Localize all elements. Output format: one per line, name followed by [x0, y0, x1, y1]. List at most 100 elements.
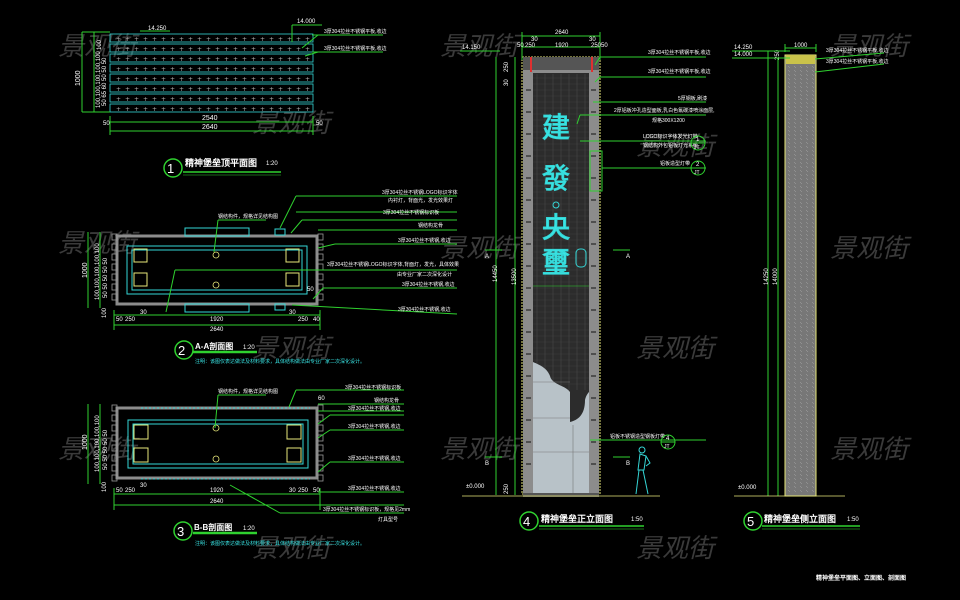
side-texture-mark — [805, 189, 809, 193]
plan-cross: + — [152, 106, 157, 113]
edge-stud — [317, 454, 324, 462]
side-texture-mark — [799, 417, 803, 421]
side-texture-mark — [811, 305, 815, 309]
side-texture-mark — [793, 77, 797, 81]
side-texture-mark — [811, 181, 815, 185]
side-texture-mark — [787, 157, 791, 161]
plan-elev-top: 14.250 — [148, 26, 167, 32]
side-texture-mark — [793, 341, 797, 345]
side-texture-mark — [805, 385, 809, 389]
side-texture-mark — [793, 313, 797, 317]
side-texture-mark — [811, 225, 815, 229]
side-texture-mark — [799, 201, 803, 205]
side-texture-mark — [793, 125, 797, 129]
fe-dim: 50 — [601, 43, 608, 49]
view-number-circle — [174, 340, 194, 360]
side-texture-mark — [793, 253, 797, 257]
plan-cross: + — [251, 106, 256, 113]
side-texture-mark — [805, 217, 809, 221]
sa-callout: 内衬灯，背面光，发光效果灯 — [388, 197, 453, 204]
detail-ref-bubble: 4 JT — [660, 434, 676, 450]
fe-callout: LOGO标识字体发光灯带 — [643, 133, 697, 140]
section-b-view: 1000 100,100,100,100,100 50 50 50 50 50 … — [82, 384, 410, 547]
sa-dim: 30 — [140, 310, 147, 316]
side-texture-mark — [805, 433, 809, 437]
watermark: 景观街 — [58, 435, 140, 465]
watermark: 景观街 — [636, 334, 718, 364]
sa-dim: 40 — [313, 317, 320, 323]
side-texture-mark — [793, 433, 797, 437]
side-texture-mark — [799, 189, 803, 193]
side-texture-mark — [799, 249, 803, 253]
side-texture-mark — [811, 445, 815, 449]
side-texture-mark — [793, 133, 797, 137]
plan-cross: + — [188, 76, 193, 83]
sa-dim-total: 1000 — [82, 262, 89, 278]
side-texture-mark — [793, 249, 797, 253]
plan-slats: ++++++++++++++++++++++++++++++++++++++++… — [109, 33, 314, 113]
side-texture-mark — [799, 481, 803, 485]
side-texture-mark — [805, 97, 809, 101]
side-texture-mark — [787, 481, 791, 485]
side-texture-mark — [799, 185, 803, 189]
side-texture-mark — [805, 201, 809, 205]
side-texture-mark — [805, 425, 809, 429]
sb-callout: 3厚304拉丝不锈钢标识板 — [345, 384, 401, 391]
side-texture-mark — [799, 321, 803, 325]
side-texture-mark — [793, 301, 797, 305]
plan-cross: + — [161, 66, 166, 73]
watermark: 景观街 — [58, 229, 140, 259]
side-elevation-view: 1000 250 14.250 14.000 14250 14000 ±0.00… — [732, 43, 889, 531]
side-texture-mark — [811, 453, 815, 457]
edge-stud — [111, 273, 118, 281]
side-texture-mark — [787, 445, 791, 449]
plan-cross: + — [224, 106, 229, 113]
plan-cross: + — [125, 56, 130, 63]
side-texture-mark — [805, 333, 809, 337]
side-texture-mark — [805, 401, 809, 405]
sb-dim: 250 — [125, 488, 136, 494]
side-texture-mark — [799, 157, 803, 161]
side-texture-mark — [805, 301, 809, 305]
side-texture-mark — [787, 489, 791, 493]
side-texture-mark — [799, 153, 803, 157]
side-texture-mark — [805, 109, 809, 113]
side-texture-mark — [805, 101, 809, 105]
side-texture-mark — [805, 209, 809, 213]
plan-cross: + — [215, 46, 220, 53]
plan-cross: + — [242, 96, 247, 103]
side-texture-mark — [811, 209, 815, 213]
edge-stud — [317, 273, 324, 281]
plan-cross: + — [170, 56, 175, 63]
side-texture-mark — [811, 473, 815, 477]
section-b-inner-frame — [127, 419, 309, 469]
fe-view-title: 精神堡垒正立面图 — [541, 513, 613, 524]
side-texture-mark — [805, 121, 809, 125]
sa-view-scale: 1:20 — [243, 345, 255, 351]
side-texture-mark — [799, 445, 803, 449]
sb-dim-parts: 100,100,100,100,100 — [95, 415, 101, 472]
side-texture-mark — [805, 421, 809, 425]
plan-cross: + — [287, 36, 292, 43]
side-texture-mark — [811, 461, 815, 465]
side-texture-mark — [811, 477, 815, 481]
plan-cross: + — [170, 86, 175, 93]
plan-cross: + — [206, 66, 211, 73]
side-texture-mark — [799, 441, 803, 445]
section-mark: A — [626, 254, 630, 260]
plan-dim-total-width: 2640 — [202, 124, 218, 131]
side-texture-mark — [787, 141, 791, 145]
sb-dim-base: 100 — [102, 481, 108, 492]
plan-cross: + — [197, 36, 202, 43]
watermark: 景观街 — [252, 334, 334, 364]
side-texture-mark — [811, 117, 815, 121]
side-texture-mark — [799, 469, 803, 473]
side-texture-mark — [787, 437, 791, 441]
side-texture-mark — [799, 297, 803, 301]
plan-cross: + — [134, 96, 139, 103]
plan-slat — [109, 103, 314, 113]
plan-cross: + — [269, 66, 274, 73]
sa-callout: 3厚304拉丝不锈钢,收边 — [398, 306, 451, 313]
side-texture-mark — [799, 453, 803, 457]
plan-cross: + — [287, 76, 292, 83]
